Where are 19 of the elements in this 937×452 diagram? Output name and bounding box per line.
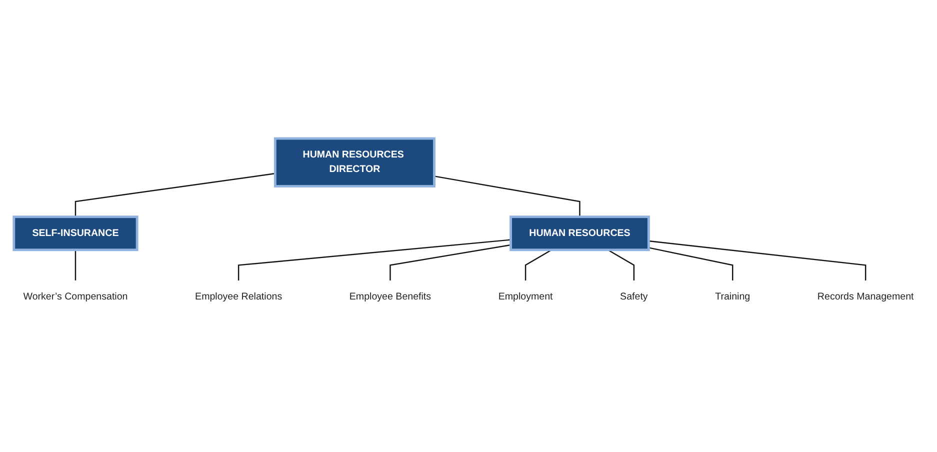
node-text: Worker’s Compensation <box>23 291 128 302</box>
node-text: Employee Relations <box>195 291 282 302</box>
node-box: SELF-INSURANCE <box>12 216 138 252</box>
connector <box>524 249 552 280</box>
connector <box>648 240 866 280</box>
node-box: HUMAN RESOURCES <box>510 216 650 252</box>
node-text: Safety <box>620 291 648 302</box>
connector <box>648 247 734 280</box>
node-text: Employment <box>498 291 553 302</box>
connector <box>74 250 76 280</box>
connector <box>390 244 511 280</box>
connector <box>608 249 635 280</box>
node-box: HUMAN RESOURCES DIRECTOR <box>274 137 436 188</box>
node-text: Records Management <box>817 291 914 302</box>
node-text: Training <box>715 291 750 302</box>
connector <box>434 176 580 217</box>
node-text: Employee Benefits <box>349 291 432 302</box>
connector <box>74 172 276 217</box>
connector <box>238 239 511 280</box>
